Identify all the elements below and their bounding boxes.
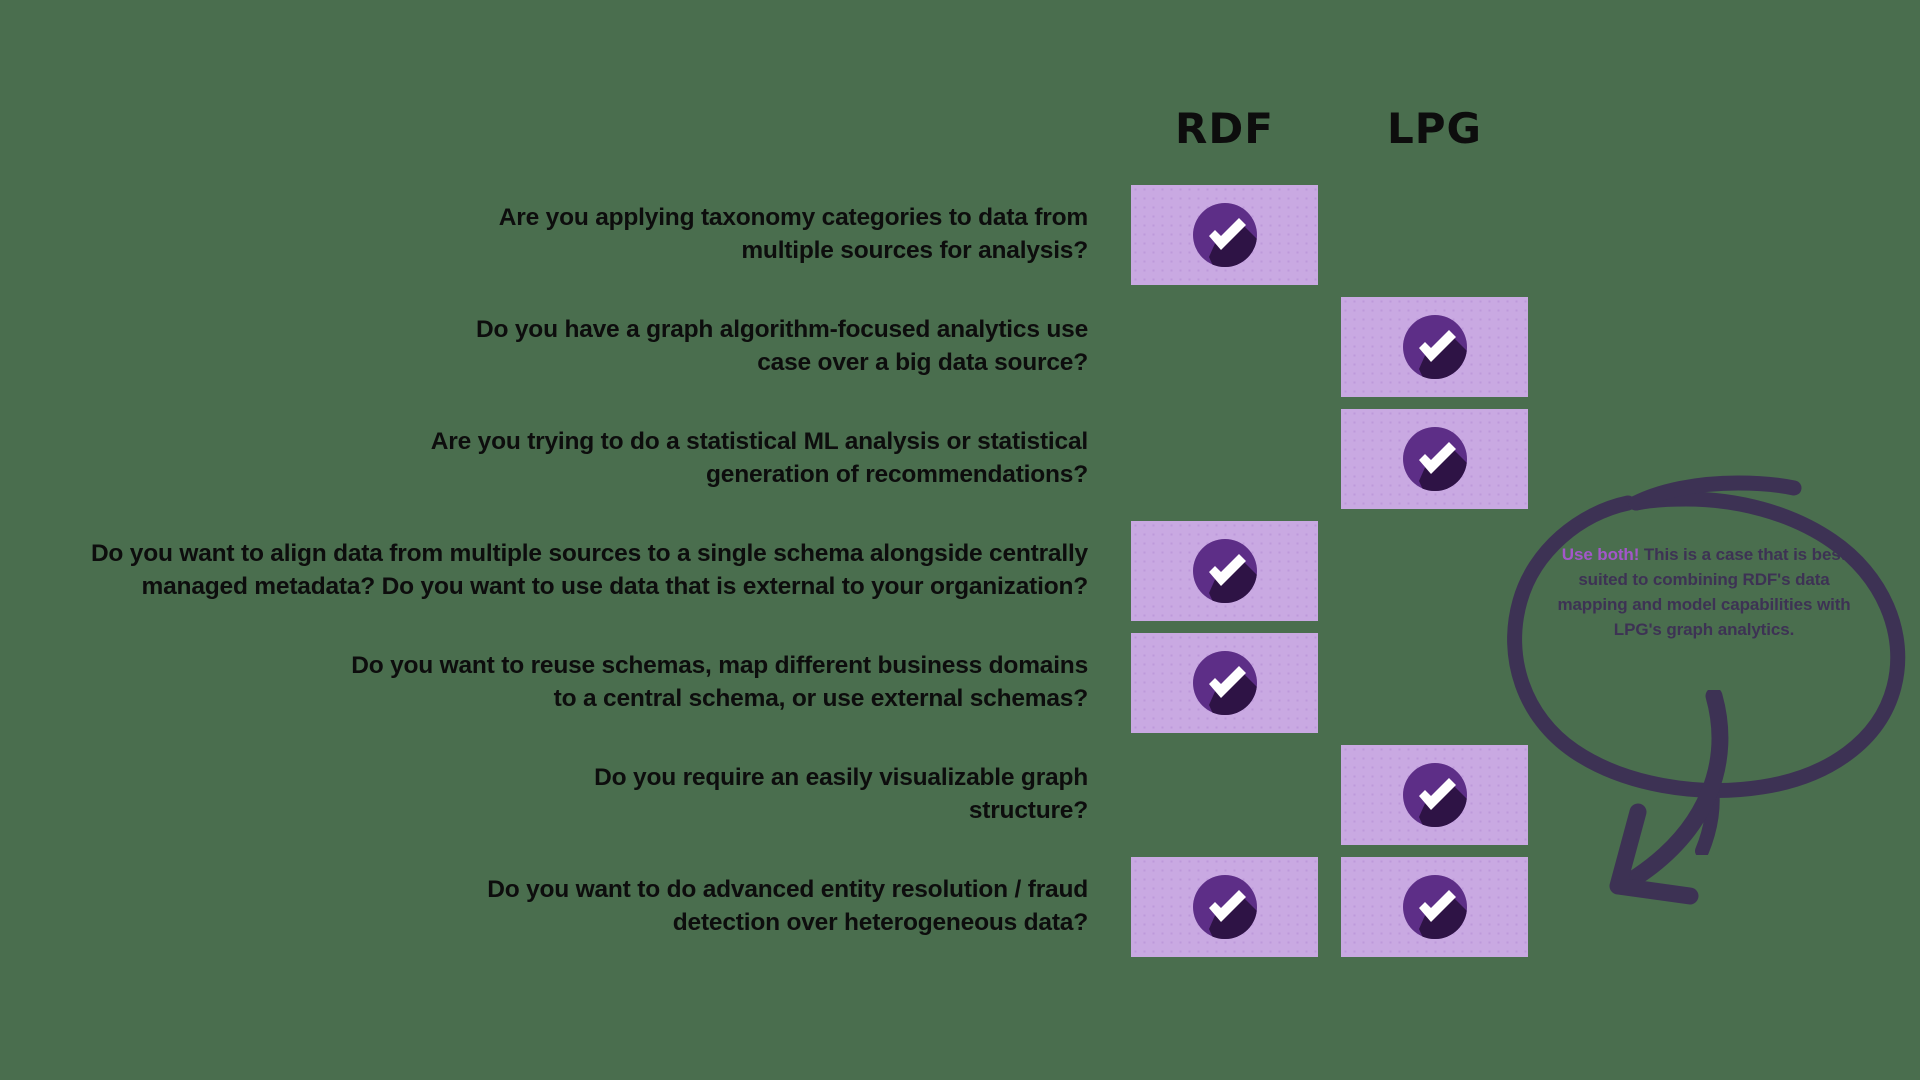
matrix-row: Do you want to do advanced entity resolu…	[0, 857, 1920, 957]
row-question: Do you want to align data from multiple …	[20, 521, 1110, 621]
cell-rdf-empty	[1131, 745, 1318, 845]
check-circle-icon	[1402, 763, 1467, 827]
row-question: Are you trying to do a statistical ML an…	[20, 409, 1110, 509]
matrix-row: Do you have a graph algorithm-focused an…	[0, 297, 1920, 397]
annotation-body: This is a case that is best suited to co…	[1557, 545, 1851, 639]
row-question: Do you want to reuse schemas, map differ…	[20, 633, 1110, 733]
question-line: structure?	[968, 797, 1088, 824]
check-circle-icon	[1402, 875, 1467, 939]
cell-lpg-empty	[1341, 185, 1528, 285]
matrix-row: Do you want to reuse schemas, map differ…	[0, 633, 1920, 733]
matrix-row: Do you require an easily visualizable gr…	[0, 745, 1920, 845]
question-line: Do you have a graph algorithm-focused an…	[476, 316, 1088, 344]
question-line: managed metadata? Do you want to use dat…	[141, 573, 1089, 600]
column-header-lpg: LPG	[1386, 104, 1483, 153]
annotation-callout: Use both! This is a case that is best su…	[1490, 455, 1920, 855]
row-question: Are you applying taxonomy categories to …	[20, 185, 1110, 285]
cell-lpg-checked	[1341, 745, 1528, 845]
cell-rdf-checked	[1131, 185, 1318, 285]
question-line: Are you trying to do a statistical ML an…	[430, 428, 1088, 456]
row-question: Do you require an easily visualizable gr…	[20, 745, 1110, 845]
annotation-text: Use both! This is a case that is best su…	[1548, 543, 1860, 643]
matrix-row: Are you trying to do a statistical ML an…	[0, 409, 1920, 509]
cell-lpg-checked	[1341, 409, 1528, 509]
check-circle-icon	[1192, 651, 1257, 715]
cell-rdf-empty	[1131, 297, 1318, 397]
question-line: multiple sources for analysis?	[741, 237, 1088, 264]
cell-lpg-checked	[1341, 857, 1528, 957]
check-circle-icon	[1192, 875, 1257, 939]
question-line: Do you want to align data from multiple …	[90, 540, 1088, 568]
row-question: Do you have a graph algorithm-focused an…	[20, 297, 1110, 397]
question-line: case over a big data source?	[757, 349, 1088, 376]
question-line: Do you require an easily visualizable gr…	[594, 764, 1088, 792]
check-circle-icon	[1402, 427, 1467, 491]
matrix-row: Do you want to align data from multiple …	[0, 521, 1920, 621]
annotation-lead: Use both!	[1561, 545, 1640, 564]
question-line: to a central schema, or use external sch…	[553, 685, 1089, 712]
matrix-row: Are you applying taxonomy categories to …	[0, 185, 1920, 285]
cell-rdf-checked	[1131, 633, 1318, 733]
row-question: Do you want to do advanced entity resolu…	[20, 857, 1110, 957]
cell-rdf-empty	[1131, 409, 1318, 509]
cell-rdf-checked	[1131, 857, 1318, 957]
cell-lpg-checked	[1341, 297, 1528, 397]
question-line: detection over heterogeneous data?	[672, 909, 1088, 936]
check-circle-icon	[1192, 539, 1257, 603]
check-circle-icon	[1192, 203, 1257, 267]
question-line: Are you applying taxonomy categories to …	[498, 204, 1088, 232]
question-line: Do you want to do advanced entity resolu…	[487, 876, 1088, 904]
check-circle-icon	[1402, 315, 1467, 379]
cell-rdf-checked	[1131, 521, 1318, 621]
question-line: generation of recommendations?	[706, 461, 1088, 488]
question-line: Do you want to reuse schemas, map differ…	[351, 652, 1088, 680]
curved-arrow-icon	[1609, 690, 1729, 905]
column-header-rdf: RDF	[1175, 104, 1274, 153]
